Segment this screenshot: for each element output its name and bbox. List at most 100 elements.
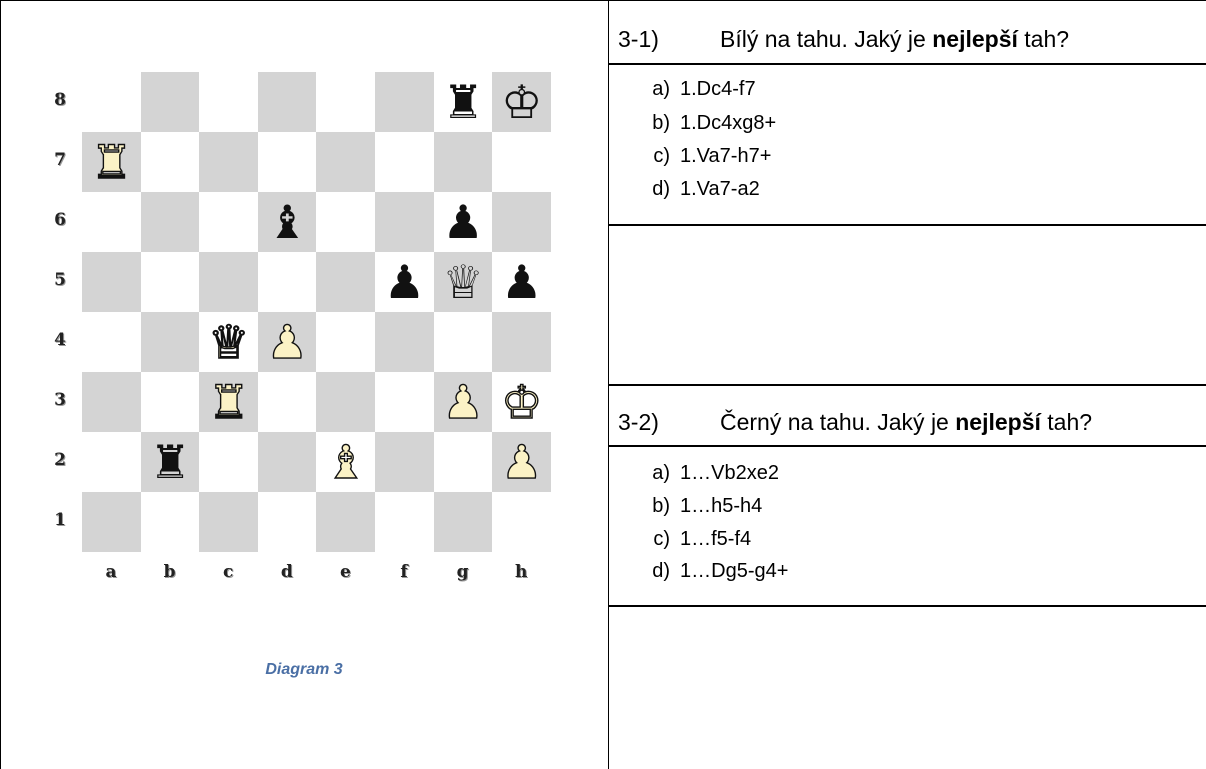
square-d6[interactable]: ♝: [258, 192, 317, 252]
chess-board: ♜ ♔ ♜ ♝ ♟ ♟ ♕ ♟ ♕ ♟ ♜ ♟ ♔ ♜ ♝ ♟: [82, 72, 551, 552]
rank-label: 2: [50, 450, 70, 470]
square-g5[interactable]: ♕: [434, 252, 493, 312]
square-a6[interactable]: [82, 192, 141, 252]
file-label: e: [335, 562, 355, 582]
square-c1[interactable]: [199, 492, 258, 552]
square-b6[interactable]: [141, 192, 200, 252]
square-a7[interactable]: ♜: [82, 132, 141, 192]
file-label: g: [453, 562, 473, 582]
square-e6[interactable]: [316, 192, 375, 252]
square-e8[interactable]: [316, 72, 375, 132]
square-h6[interactable]: [492, 192, 551, 252]
white-pawn[interactable]: ♟: [501, 439, 542, 485]
square-f3[interactable]: [375, 372, 434, 432]
rank-label: 5: [50, 270, 70, 290]
square-c2[interactable]: [199, 432, 258, 492]
row-divider: [609, 224, 1206, 226]
square-c5[interactable]: [199, 252, 258, 312]
square-f6[interactable]: [375, 192, 434, 252]
black-bishop[interactable]: ♝: [267, 199, 308, 245]
square-g2[interactable]: [434, 432, 493, 492]
square-b1[interactable]: [141, 492, 200, 552]
black-queen[interactable]: ♕: [442, 259, 483, 305]
square-f7[interactable]: [375, 132, 434, 192]
square-d7[interactable]: [258, 132, 317, 192]
square-h7[interactable]: [492, 132, 551, 192]
row-divider: [609, 605, 1206, 607]
question-number: 3-2): [618, 409, 659, 436]
square-g1[interactable]: [434, 492, 493, 552]
file-label: d: [277, 562, 297, 582]
square-h5[interactable]: ♟: [492, 252, 551, 312]
row-divider: [609, 445, 1206, 447]
square-c8[interactable]: [199, 72, 258, 132]
question-number: 3-1): [618, 26, 659, 53]
white-rook[interactable]: ♜: [208, 379, 249, 425]
square-a4[interactable]: [82, 312, 141, 372]
square-e3[interactable]: [316, 372, 375, 432]
square-c4[interactable]: ♕: [199, 312, 258, 372]
square-d4[interactable]: ♟: [258, 312, 317, 372]
white-bishop[interactable]: ♝: [325, 439, 366, 485]
square-d8[interactable]: [258, 72, 317, 132]
square-d5[interactable]: [258, 252, 317, 312]
square-e7[interactable]: [316, 132, 375, 192]
square-c7[interactable]: [199, 132, 258, 192]
diagram-caption: Diagram 3: [0, 661, 608, 679]
square-g3[interactable]: ♟: [434, 372, 493, 432]
square-f4[interactable]: [375, 312, 434, 372]
square-h8[interactable]: ♔: [492, 72, 551, 132]
file-label: c: [218, 562, 238, 582]
white-king[interactable]: ♔: [501, 379, 542, 425]
question-text: Černý na tahu. Jaký je nejlepší tah?: [720, 409, 1092, 436]
square-e5[interactable]: [316, 252, 375, 312]
square-b3[interactable]: [141, 372, 200, 432]
square-a3[interactable]: [82, 372, 141, 432]
square-h3[interactable]: ♔: [492, 372, 551, 432]
square-f1[interactable]: [375, 492, 434, 552]
square-f5[interactable]: ♟: [375, 252, 434, 312]
rank-label: 7: [50, 150, 70, 170]
rank-label: 6: [50, 210, 70, 230]
square-d3[interactable]: [258, 372, 317, 432]
white-queen[interactable]: ♕: [208, 319, 249, 365]
black-pawn[interactable]: ♟: [501, 259, 542, 305]
square-h2[interactable]: ♟: [492, 432, 551, 492]
square-c3[interactable]: ♜: [199, 372, 258, 432]
square-a8[interactable]: [82, 72, 141, 132]
square-b7[interactable]: [141, 132, 200, 192]
square-h1[interactable]: [492, 492, 551, 552]
square-d1[interactable]: [258, 492, 317, 552]
file-label: h: [511, 562, 531, 582]
square-c6[interactable]: [199, 192, 258, 252]
square-a5[interactable]: [82, 252, 141, 312]
square-b5[interactable]: [141, 252, 200, 312]
square-e2[interactable]: ♝: [316, 432, 375, 492]
black-pawn[interactable]: ♟: [384, 259, 425, 305]
white-pawn[interactable]: ♟: [267, 319, 308, 365]
square-h4[interactable]: [492, 312, 551, 372]
square-e4[interactable]: [316, 312, 375, 372]
white-pawn[interactable]: ♟: [442, 379, 483, 425]
square-g6[interactable]: ♟: [434, 192, 493, 252]
square-f2[interactable]: [375, 432, 434, 492]
black-rook[interactable]: ♜: [149, 439, 190, 485]
square-e1[interactable]: [316, 492, 375, 552]
black-king[interactable]: ♔: [501, 79, 542, 125]
rank-label: 1: [50, 510, 70, 530]
black-rook[interactable]: ♜: [442, 79, 483, 125]
square-g4[interactable]: [434, 312, 493, 372]
square-f8[interactable]: [375, 72, 434, 132]
square-a1[interactable]: [82, 492, 141, 552]
square-d2[interactable]: [258, 432, 317, 492]
square-a2[interactable]: [82, 432, 141, 492]
square-g8[interactable]: ♜: [434, 72, 493, 132]
black-pawn[interactable]: ♟: [442, 199, 483, 245]
row-divider: [609, 63, 1206, 65]
square-b8[interactable]: [141, 72, 200, 132]
row-divider: [609, 384, 1206, 386]
square-b4[interactable]: [141, 312, 200, 372]
square-b2[interactable]: ♜: [141, 432, 200, 492]
white-rook[interactable]: ♜: [91, 139, 132, 185]
square-g7[interactable]: [434, 132, 493, 192]
